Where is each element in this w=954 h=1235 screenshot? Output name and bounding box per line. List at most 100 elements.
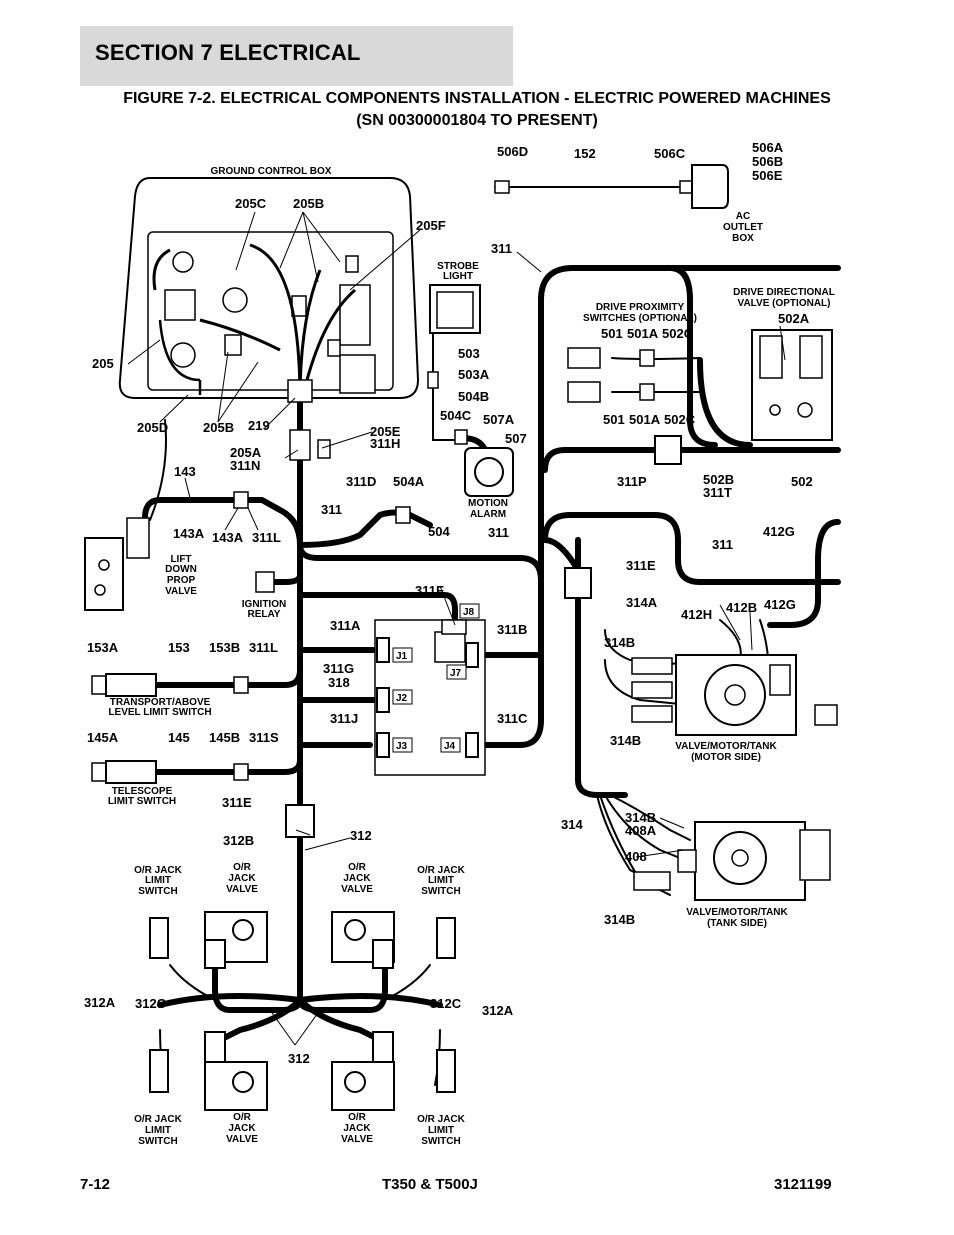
ignition-relay — [255, 571, 275, 593]
label-506d: 506D — [497, 144, 528, 159]
label-506b: 506B — [752, 154, 783, 169]
label-507a: 507A — [483, 412, 515, 427]
label-503a: 503A — [458, 367, 490, 382]
footer-model: T350 & T500J — [382, 1176, 478, 1193]
or-jack-limit-tl-2: LIMIT — [145, 875, 171, 886]
transport-switch-label-2: LEVEL LIMIT SWITCH — [108, 707, 211, 718]
section-header-bar — [80, 26, 513, 86]
harness-connector-219 — [287, 379, 331, 461]
label-314b-1: 314B — [604, 635, 635, 650]
figure-title: FIGURE 7-2. ELECTRICAL COMPONENTS INSTAL… — [123, 90, 831, 107]
or-jack-limit-bl-2: LIMIT — [145, 1125, 171, 1136]
vmt-motor-label-2: (MOTOR SIDE) — [691, 752, 761, 763]
label-504c: 504C — [440, 408, 472, 423]
or-jack-valve-tr-1: O/R — [348, 862, 367, 873]
footer-doc-number: 3121199 — [774, 1176, 832, 1193]
label-501a-2: 501A — [629, 412, 661, 427]
label-205: 205 — [92, 356, 114, 371]
telescope-switch-label-2: LIMIT SWITCH — [108, 796, 176, 807]
drive-dir-label-1: DRIVE DIRECTIONAL — [733, 287, 835, 298]
ac-outlet-box-label-3: BOX — [732, 233, 754, 244]
ac-outlet-box-label-1: AC — [736, 211, 750, 222]
lift-down-prop-valve — [84, 517, 150, 611]
label-311n: 311N — [230, 458, 260, 473]
label-311g: 311G — [323, 661, 354, 676]
label-145b: 145B — [209, 730, 240, 745]
or-jack-valve-br-2: JACK — [343, 1123, 371, 1134]
label-153a: 153A — [87, 640, 119, 655]
label-311d: 311D — [346, 474, 376, 489]
ac-outlet-box-label-2: OUTLET — [723, 222, 763, 233]
label-311-right: 311 — [712, 537, 733, 552]
label-503: 503 — [458, 346, 480, 361]
or-jack-valve-br-3: VALVE — [341, 1134, 373, 1145]
label-504a: 504A — [393, 474, 425, 489]
label-312c-left: 312C — [135, 996, 167, 1011]
label-311f: 311F — [415, 583, 444, 598]
label-314: 314 — [561, 817, 583, 832]
connector-504a — [395, 506, 411, 524]
label-502: 502 — [791, 474, 813, 489]
strobe-light — [427, 284, 481, 389]
or-jack-limit-br-3: SWITCH — [421, 1136, 460, 1147]
label-312c-right: 312C — [430, 996, 462, 1011]
label-205e: 205E — [370, 424, 401, 439]
lift-down-label-4: VALVE — [165, 586, 197, 597]
label-143a-2: 143A — [212, 530, 244, 545]
label-412g-2: 412G — [764, 597, 796, 612]
telescope-switch-label-1: TELESCOPE — [112, 786, 173, 797]
drive-prox-label-1: DRIVE PROXIMITY — [596, 302, 685, 313]
label-143: 143 — [174, 464, 196, 479]
label-501-2: 501 — [603, 412, 625, 427]
label-506a: 506A — [752, 140, 784, 155]
footer-page-number: 7-12 — [80, 1176, 111, 1193]
label-311p: 311P — [617, 474, 647, 489]
drive-dir-label-2: VALVE (OPTIONAL) — [738, 298, 831, 309]
vmt-motor-label-1: VALVE/MOTOR/TANK — [675, 741, 777, 752]
telescope-limit-switch — [91, 760, 157, 784]
label-314b-2: 314B — [610, 733, 641, 748]
drive-directional-valve — [751, 329, 833, 441]
label-145: 145 — [168, 730, 190, 745]
lift-down-label-3: PROP — [167, 575, 196, 586]
or-jack-limit-tl-1: O/R JACK — [134, 865, 183, 876]
connector-143a — [233, 491, 249, 509]
label-311c: 311C — [497, 711, 528, 726]
or-jack-limit-tl-3: SWITCH — [138, 886, 177, 897]
vmt-tank-label-2: (TANK SIDE) — [707, 918, 767, 929]
label-205a: 205A — [230, 445, 262, 460]
tag-j7: J7 — [450, 668, 462, 679]
label-205b-top: 205B — [293, 196, 324, 211]
connector-153b — [233, 676, 249, 694]
or-jack-valve-tr-2: JACK — [343, 873, 371, 884]
label-311h: 311H — [370, 436, 400, 451]
vmt-tank-label-1: VALVE/MOTOR/TANK — [686, 907, 788, 918]
label-205f: 205F — [416, 218, 446, 233]
label-502c-2: 502C — [664, 412, 696, 427]
callout-labels: 506D 152 506C 506A 506B 506E 205C 205B 2… — [84, 140, 813, 1066]
harness-cables — [117, 265, 841, 1043]
or-jack-valve-bl-3: VALVE — [226, 1134, 258, 1145]
label-501a: 501A — [627, 326, 659, 341]
label-504: 504 — [428, 524, 450, 539]
or-jack-components — [149, 911, 456, 1111]
motion-alarm-label-1: MOTION — [468, 498, 508, 509]
or-jack-limit-bl-1: O/R JACK — [134, 1114, 183, 1125]
label-408a: 408A — [625, 823, 657, 838]
or-jack-limit-tr-1: O/R JACK — [417, 865, 466, 876]
label-205b-bot: 205B — [203, 420, 234, 435]
figure-subtitle: (SN 00300001804 TO PRESENT) — [356, 112, 598, 129]
or-jack-valve-bl-2: JACK — [228, 1123, 256, 1134]
section-title: SECTION 7 ELECTRICAL — [95, 40, 361, 65]
or-jack-valve-bl-1: O/R — [233, 1112, 252, 1123]
transport-limit-switch — [91, 673, 157, 697]
label-311l: 311L — [252, 530, 281, 545]
label-502a: 502A — [778, 311, 810, 326]
or-jack-valve-tl-1: O/R — [233, 862, 252, 873]
lift-down-label-1: LIFT — [170, 554, 191, 565]
label-501: 501 — [601, 326, 623, 341]
valve-motor-tank-tank-side — [633, 821, 831, 901]
drive-prox-label-2: SWITCHES (OPTIONAL) — [583, 313, 697, 324]
label-506c: 506C — [654, 146, 686, 161]
